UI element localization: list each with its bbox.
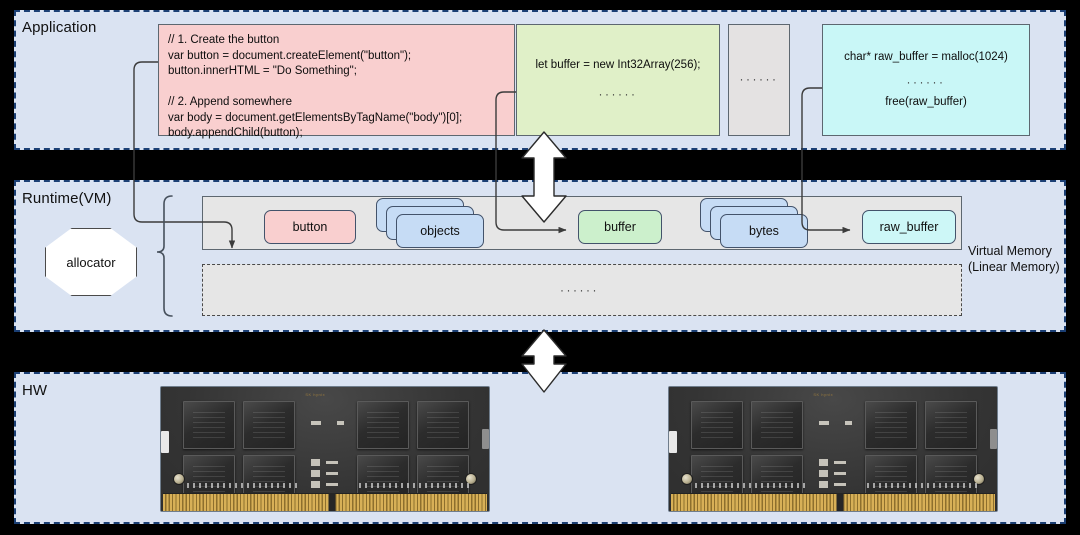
ram-screw-hole [465, 473, 477, 485]
ram-side-tab [669, 431, 677, 453]
ram-smd-part [819, 470, 828, 477]
ram-side-tab [482, 429, 489, 449]
ram-chip [183, 401, 235, 449]
application-layer-label: Application [22, 19, 97, 36]
runtime-layer-label: Runtime(VM) [22, 190, 112, 207]
ram-module-right-image: SK hynix [668, 386, 998, 512]
ram-smd-part [834, 472, 846, 475]
ram-chip [751, 401, 803, 449]
ram-smd-part [311, 481, 320, 488]
ram-smd-part [326, 483, 338, 486]
ram-chip [925, 401, 977, 449]
ram-module-left-image: SK hynix [160, 386, 490, 512]
allocator-node: allocator [45, 228, 137, 296]
ram-logo: SK hynix [813, 392, 834, 397]
ram-smd-part [311, 470, 320, 477]
ram-pad-row [359, 483, 469, 488]
ram-smd-part [819, 481, 828, 488]
application-code-block-button: // 1. Create the button var button = doc… [158, 24, 515, 139]
ram-smd-part [326, 472, 338, 475]
raw-buffer-code-line1: char* raw_buffer = malloc(1024) [844, 50, 1008, 63]
free-memory-ellipsis: ······ [560, 283, 599, 297]
ram-smd-part [311, 421, 321, 425]
memory-object-button: button [264, 210, 356, 244]
buffer-code-ellipsis: ······ [598, 87, 638, 101]
application-ellipsis-card: ······ [728, 24, 790, 136]
buffer-code-line1: let buffer = new Int32Array(256); [535, 58, 701, 71]
ram-key-notch [836, 493, 844, 511]
ellipsis-card-dots: ······ [739, 72, 779, 87]
ram-pad-row [187, 483, 297, 488]
ram-smd-part [326, 461, 338, 464]
ram-chip [865, 401, 917, 449]
ram-smd-part [311, 459, 320, 466]
ram-chip [357, 401, 409, 449]
ram-smd-part [834, 461, 846, 464]
ram-smd-part [819, 459, 828, 466]
memory-object-objects: objects [396, 214, 484, 248]
free-memory-region [202, 264, 962, 316]
application-code-block-buffer: let buffer = new Int32Array(256); ······ [516, 24, 720, 136]
memory-object-raw-buffer: raw_buffer [862, 210, 956, 244]
ram-gold-contacts [671, 493, 995, 511]
ram-screw-hole [681, 473, 693, 485]
ram-gold-contacts [163, 493, 487, 511]
ram-side-tab [161, 431, 169, 453]
memory-object-bytes: bytes [720, 214, 808, 248]
ram-pad-row [695, 483, 805, 488]
virtual-memory-label: Virtual Memory (Linear Memory) [968, 244, 1060, 274]
ram-smd-part [819, 421, 829, 425]
hardware-layer-label: HW [22, 382, 48, 399]
ram-smd-part [337, 421, 344, 425]
ram-chip [243, 401, 295, 449]
ram-screw-hole [973, 473, 985, 485]
ram-chip [417, 401, 469, 449]
application-code-block-raw-buffer: char* raw_buffer = malloc(1024) ······ f… [822, 24, 1030, 136]
ram-chip [691, 401, 743, 449]
ram-smd-part [845, 421, 852, 425]
memory-object-buffer: buffer [578, 210, 662, 244]
ram-side-tab [990, 429, 997, 449]
ram-screw-hole [173, 473, 185, 485]
ram-smd-part [834, 483, 846, 486]
raw-buffer-code-line3: free(raw_buffer) [885, 95, 967, 108]
ram-key-notch [328, 493, 336, 511]
ram-pad-row [867, 483, 977, 488]
ram-logo: SK hynix [305, 392, 326, 397]
raw-buffer-code-ellipsis: ······ [906, 75, 946, 90]
